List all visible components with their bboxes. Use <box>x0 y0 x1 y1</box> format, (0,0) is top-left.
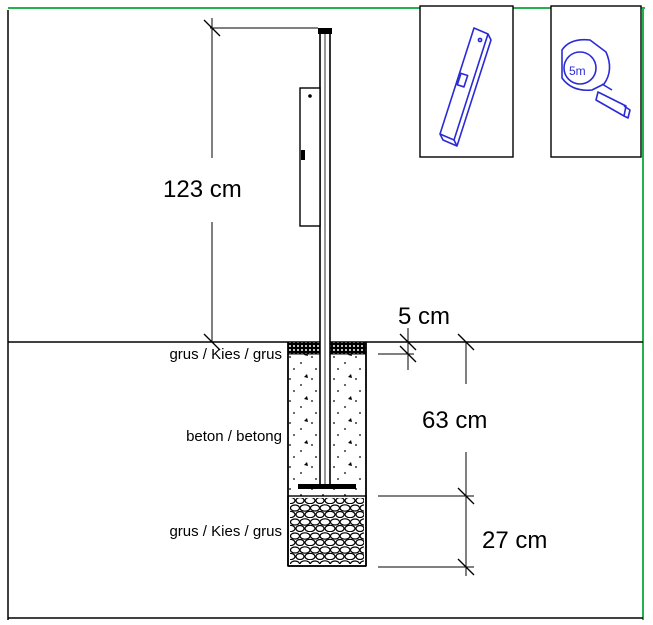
dimension-top-gravel <box>378 328 417 370</box>
label-top-gravel: 5 cm <box>398 303 450 330</box>
layer-label-concrete: beton / betong <box>186 428 282 445</box>
tape-measure-icon <box>561 38 631 119</box>
spirit-level-tool-box <box>419 5 514 158</box>
label-concrete-depth: 63 cm <box>422 407 487 434</box>
dimension-post-height <box>203 18 318 351</box>
tape-measure-tool-box: 5m <box>550 5 642 158</box>
label-bottom-gravel: 27 cm <box>482 527 547 554</box>
post <box>298 28 356 489</box>
mounted-panel <box>299 87 321 227</box>
outer-frame <box>7 7 645 620</box>
label-post-height: 123 cm <box>163 176 242 203</box>
layer-label-bottom-gravel: grus / Kies / grus <box>169 523 282 540</box>
spirit-level-icon <box>439 27 492 147</box>
dimension-concrete-and-gravel <box>378 333 475 576</box>
layer-label-top-gravel: grus / Kies / grus <box>169 346 282 363</box>
post-cap <box>318 28 332 34</box>
tape-measure-label: 5m <box>569 64 586 78</box>
anchor-plate <box>298 484 356 489</box>
